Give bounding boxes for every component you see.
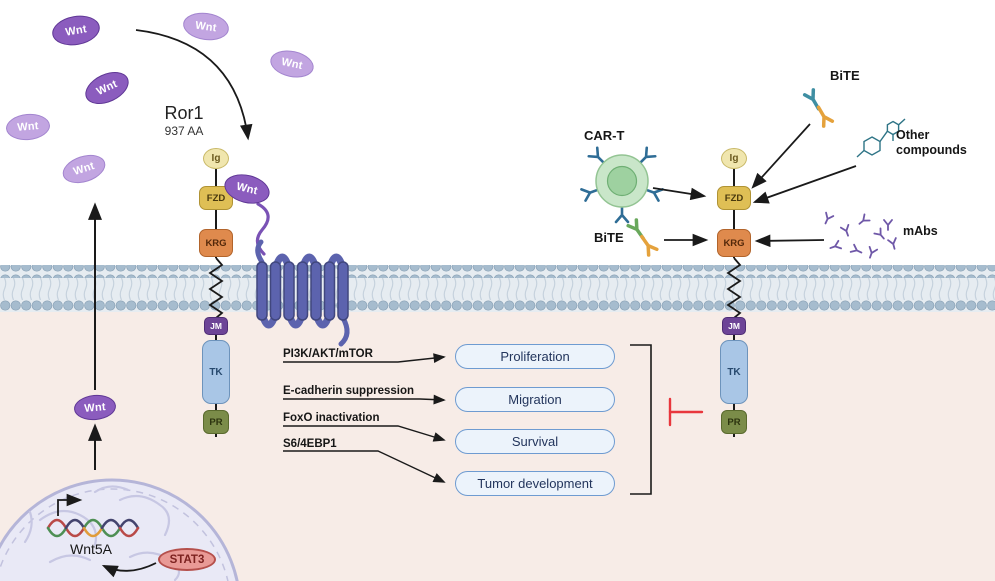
dna-helix-icon <box>46 518 140 538</box>
domain-krg-left: KRG <box>199 229 233 257</box>
receptor-size-label: 937 AA <box>164 124 204 138</box>
outcome-box-survival: Survival <box>455 429 615 454</box>
pathway-label-pi3k: PI3K/AKT/mTOR <box>283 348 373 360</box>
domain-jm-left: JM <box>204 317 228 335</box>
frizzled-7tm-receptor <box>255 239 350 347</box>
bite-top-label: BiTE <box>830 68 860 83</box>
bite-top-icon <box>802 88 835 128</box>
transcription-arrow-icon <box>57 493 83 516</box>
domain-krg-right: KRG <box>717 229 751 257</box>
outcomes-bracket <box>630 344 652 495</box>
pathway-label-ecadherin: E-cadherin suppression <box>283 385 415 397</box>
wnt5a-gene-label: Wnt5A <box>70 541 113 557</box>
mabs-cluster-icon <box>824 211 897 259</box>
domain-fzd-right: FZD <box>717 186 751 210</box>
bite-left-icon <box>626 218 659 257</box>
domain-pr-left: PR <box>203 410 229 434</box>
wnt-binding-arrow <box>135 29 253 141</box>
outcome-box-proliferation: Proliferation <box>455 344 615 369</box>
bite-left-label: BiTE <box>594 230 624 245</box>
domain-fzd-left: FZD <box>199 186 233 210</box>
therapy-arrows <box>652 123 857 248</box>
outcome-box-tumor: Tumor development <box>455 471 615 496</box>
domain-jm-right: JM <box>722 317 746 335</box>
pathway-lines <box>283 353 446 483</box>
domain-tk-left: TK <box>202 340 230 404</box>
mabs-label: mAbs <box>903 224 938 238</box>
stat3-to-gene-arrow <box>101 562 157 578</box>
domain-pr-right: PR <box>721 410 747 434</box>
domain-tk-right: TK <box>720 340 748 404</box>
outcome-box-migration: Migration <box>455 387 615 412</box>
cart-cell-icon <box>580 146 664 224</box>
cart-label: CAR-T <box>584 128 625 143</box>
cell-membrane <box>0 265 995 313</box>
pathway-label-foxo: FoxO inactivation <box>283 412 380 424</box>
receptor-name-label: Ror1 <box>164 103 204 123</box>
molecule-icon <box>856 118 906 158</box>
inhibition-symbol <box>668 397 704 427</box>
other-compounds-label: Other compounds <box>896 128 967 157</box>
pathway-label-s6: S6/4EBP1 <box>283 438 337 450</box>
domain-ig-left: Ig <box>203 148 229 169</box>
domain-ig-right: Ig <box>721 148 747 169</box>
stat3-oval: STAT3 <box>158 548 216 571</box>
